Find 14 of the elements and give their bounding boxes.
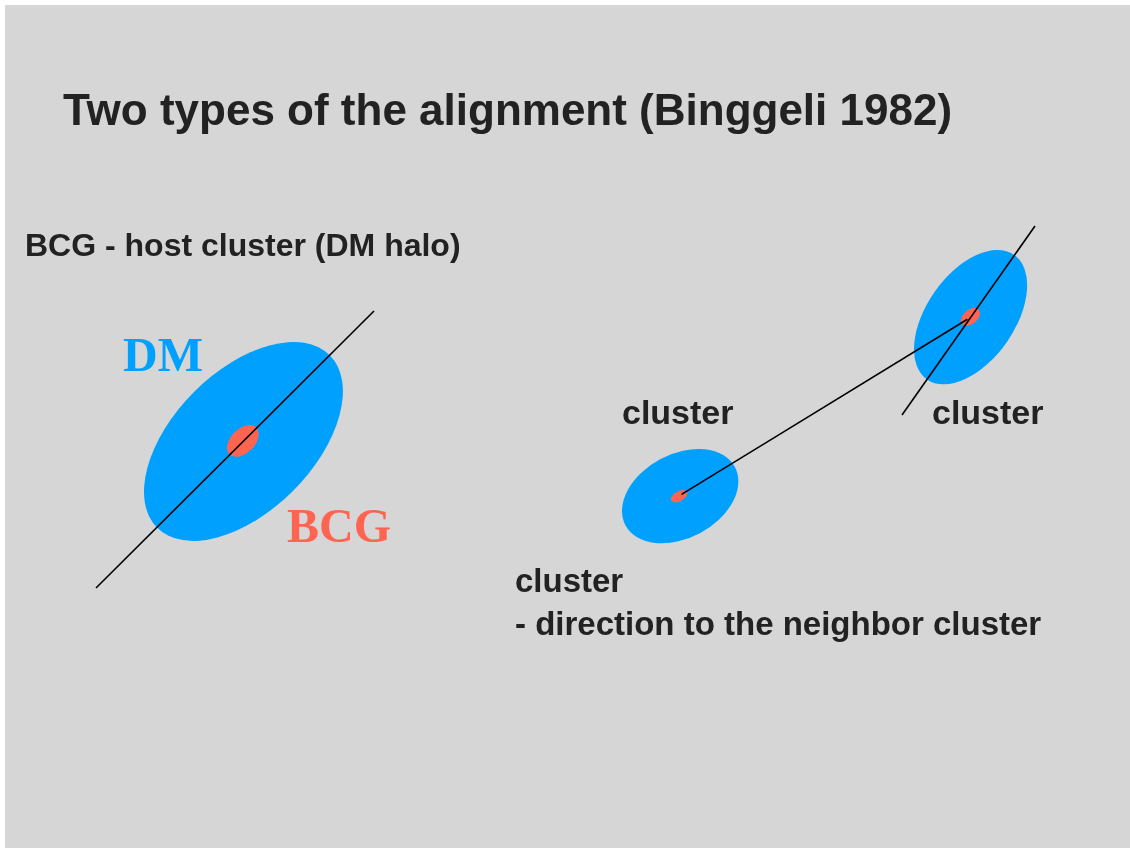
cluster-label: cluster: [622, 393, 734, 432]
panel-heading: BCG - host cluster (DM halo): [25, 227, 461, 264]
cluster-label: cluster: [932, 393, 1044, 432]
galaxy-ellipse: [227, 425, 259, 457]
galaxy-ellipse: [961, 308, 981, 326]
caption-text: - direction to the neighbor cluster: [515, 605, 1042, 643]
caption-text: cluster: [515, 562, 624, 600]
connecting-line: [680, 318, 969, 496]
halo-ellipse: [621, 448, 739, 544]
galaxy-ellipse: [670, 489, 688, 503]
slide-title: Two types of the alignment (Binggeli 1982): [63, 85, 953, 135]
cluster-label: BCG: [287, 498, 391, 553]
cluster-label: DM: [123, 327, 203, 382]
halo-ellipse: [914, 249, 1028, 385]
